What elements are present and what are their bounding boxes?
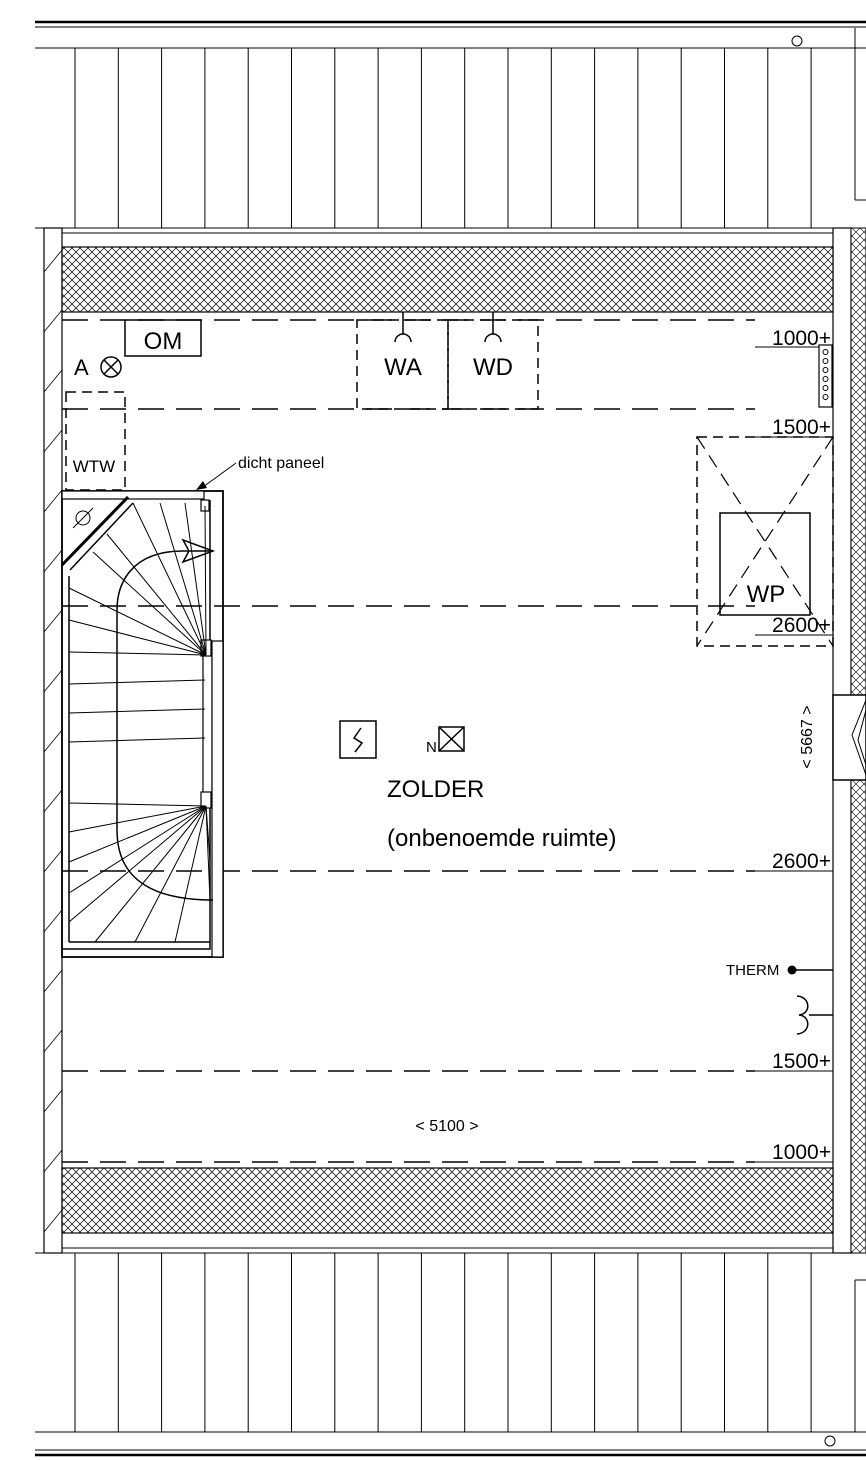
knee-wall-bottom — [61, 1167, 834, 1234]
thermostat-icon — [787, 965, 833, 975]
knee-wall-top — [61, 246, 834, 313]
wall-hatch-tick — [43, 549, 63, 573]
roof-bottom — [35, 1252, 866, 1457]
wall-hatch-tick — [43, 1149, 63, 1173]
stair-tread — [204, 505, 207, 656]
stair-tread — [68, 737, 206, 743]
arrow-icon — [196, 481, 207, 490]
wall-outlet-icon — [796, 995, 833, 1035]
stair-tread — [106, 533, 207, 656]
height-label-top-1000: 1000+ — [772, 327, 831, 350]
stair-tread — [68, 587, 207, 656]
wp-label: WP — [747, 581, 786, 608]
stair-tread — [68, 651, 207, 656]
height-label-bottom-1500: 1500+ — [772, 1050, 831, 1073]
ventilation-grille-icon — [818, 344, 833, 408]
switch-icon — [339, 720, 377, 759]
stair-tread — [68, 619, 207, 656]
stair-tread — [68, 805, 207, 894]
height-label-top-2600: 2600+ — [772, 614, 831, 637]
stair-tread — [68, 805, 207, 863]
om-box — [124, 319, 202, 357]
height-lines — [62, 319, 833, 1163]
height-label-bottom-2600: 2600+ — [772, 850, 831, 873]
wtw-box — [65, 391, 126, 491]
therm-label: THERM — [726, 962, 779, 979]
stair-tread — [132, 502, 207, 656]
wall-hatch-tick — [43, 1209, 63, 1233]
wa-socket-icon — [394, 312, 412, 343]
wa-label: WA — [384, 354, 422, 381]
stair-tread — [184, 502, 207, 656]
wall-hatch-tick — [43, 309, 63, 333]
n-label: N — [426, 739, 437, 756]
a-label: A — [74, 355, 89, 380]
stair-tread — [68, 679, 206, 685]
staircase — [60, 490, 224, 958]
height-label-bottom-1000: 1000+ — [772, 1141, 831, 1164]
stair-tread — [174, 805, 207, 943]
walls — [43, 227, 866, 1254]
depth-dimension: < 5667 > — [799, 705, 816, 768]
stair-tread — [68, 805, 207, 923]
width-dimension: < 5100 > — [415, 1118, 478, 1135]
wall-hatch-tick — [43, 249, 63, 273]
wall-hatch-tick — [43, 969, 63, 993]
smoke-detector-icon — [438, 726, 465, 752]
om-label: OM — [144, 328, 183, 355]
height-label-top-1500: 1500+ — [772, 416, 831, 439]
wall-hatch-tick — [43, 429, 63, 453]
wd-label: WD — [473, 354, 513, 381]
stair-tread — [159, 502, 207, 656]
stair-tread — [94, 805, 207, 943]
stair-tread — [92, 551, 207, 656]
room-subtitle: (onbenoemde ruimte) — [387, 825, 616, 852]
light-fixture-icon — [100, 356, 122, 378]
wall-hatch-tick — [43, 789, 63, 813]
wp-unit — [696, 436, 834, 647]
wall-hatch-tick — [43, 669, 63, 693]
stair-tread — [68, 802, 207, 807]
wd-box — [447, 319, 539, 410]
wall-hatch-tick — [43, 909, 63, 933]
wall-hatch-tick — [43, 1029, 63, 1053]
wall-hatch-tick — [43, 489, 63, 513]
dicht-paneel-label: dicht paneel — [238, 455, 324, 472]
stair-tread — [68, 708, 206, 714]
stair-tread — [68, 805, 207, 833]
wall-hatch-tick — [43, 729, 63, 753]
wd-socket-icon — [484, 312, 502, 343]
stair-tread — [134, 805, 207, 943]
wall-hatch-tick — [43, 849, 63, 873]
room-name: ZOLDER — [387, 776, 484, 803]
wall-hatch-tick — [43, 609, 63, 633]
stair-tread — [205, 805, 211, 861]
wall-hatch-tick — [43, 1089, 63, 1113]
wall-hatch-tick — [43, 369, 63, 393]
wtw-label: WTW — [73, 457, 115, 476]
roof-top — [35, 20, 866, 229]
